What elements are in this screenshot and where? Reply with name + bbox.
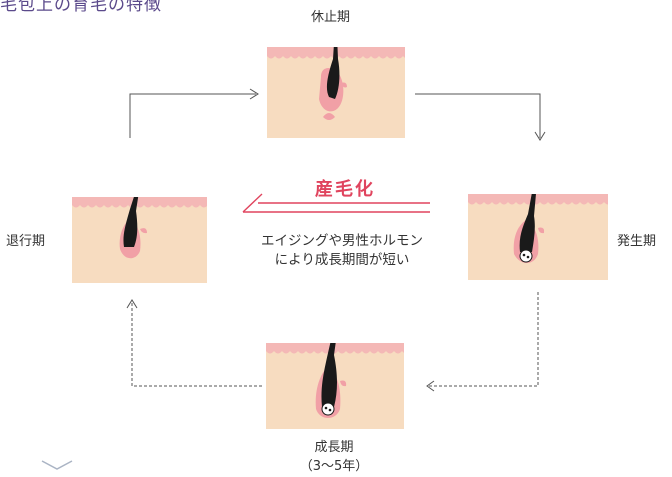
- arrow-growth-to-regression: [131, 302, 262, 387]
- resting-skin-panel: [267, 47, 405, 138]
- arrowhead-4: [126, 299, 138, 309]
- anagen-label: 発生期: [617, 234, 657, 249]
- header-fragment: 毛包上の育毛の特徴: [0, 0, 162, 15]
- growth-duration: （3〜5年）: [299, 459, 369, 474]
- center-description: エイジングや男性ホルモン により成長期間が短い: [222, 232, 462, 270]
- growth-label: 成長期: [314, 440, 354, 455]
- center-description-line-2: により成長期間が短い: [274, 252, 410, 268]
- regression-skin-panel: [72, 197, 207, 283]
- growth-skin-panel: [266, 343, 404, 429]
- arrowhead-2: [534, 131, 546, 141]
- chevron-down-icon[interactable]: [40, 458, 74, 472]
- arrow-regression-to-resting: [129, 93, 256, 138]
- arrowhead-3: [426, 380, 435, 392]
- center-title: 産毛化: [315, 179, 375, 200]
- center-arrowhead: [242, 193, 263, 213]
- anagen-skin-panel: [468, 194, 608, 280]
- arrow-anagen-to-growth: [428, 292, 539, 387]
- resting-label: 休止期: [311, 10, 351, 25]
- arrow-resting-to-anagen: [415, 93, 541, 138]
- regression-label: 退行期: [6, 234, 46, 249]
- center-description-line-1: エイジングや男性ホルモン: [261, 233, 423, 249]
- arrowhead-1: [249, 88, 259, 100]
